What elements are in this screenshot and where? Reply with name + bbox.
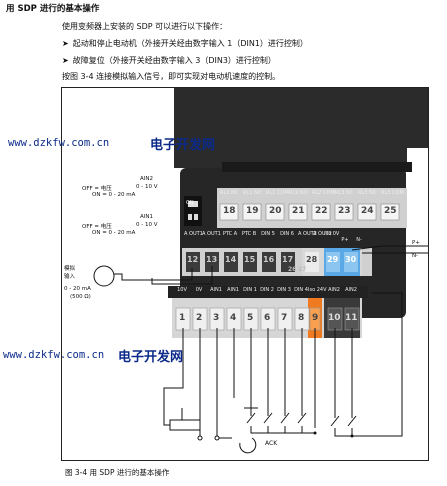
terminal-number: 12: [187, 255, 199, 264]
middle-header: DIN 6: [280, 231, 294, 237]
relay-header: RL1 NO: [243, 190, 262, 196]
terminal-number: 7: [281, 313, 288, 323]
bottom-header: AIN1: [227, 287, 239, 293]
intro-text: 使用变频器上安装的 SDP 可以进行以下操作：: [62, 22, 228, 31]
bottom-header: AIN1: [210, 287, 222, 293]
terminal-number: 13: [206, 255, 218, 264]
relay-header: RL3 COM: [381, 190, 404, 196]
terminal-number: 20: [269, 206, 282, 216]
terminal-number: 23: [338, 206, 351, 216]
bottom-header: 0V: [195, 287, 203, 293]
bottom-header: DIN 4: [294, 287, 308, 293]
bottom-header: DIN 3: [277, 287, 291, 293]
bottom-header: DIN 1: [243, 287, 257, 293]
ain1-off-range: 0 - 10 V: [136, 222, 158, 228]
terminal-number: 4: [230, 313, 237, 323]
terminal-number: 8: [298, 313, 305, 323]
terminal-number: 1: [179, 313, 186, 323]
bullet-arrow-icon: ➤: [62, 39, 69, 48]
ain2-off-range: 0 - 10 V: [136, 184, 158, 190]
analog-range: 0 - 20 mA: [64, 286, 91, 292]
bottom-header: Iso 24V: [308, 287, 327, 293]
ain2-on-label: ON = 0 - 20 mA: [92, 192, 136, 198]
analog-input-label: 模拟: [64, 266, 76, 272]
terminal-number: 2: [196, 313, 203, 323]
terminal-number: 29: [327, 255, 339, 264]
bottom-header: DIN 2: [260, 287, 274, 293]
relay-header: RL2 NO: [289, 190, 308, 196]
terminal-number: 28: [306, 255, 318, 264]
figure-frame: AIN2 OFF = 电压 0 - 10 V ON = 0 - 20 mA AI…: [61, 87, 429, 461]
middle-header: A OUT1: [184, 231, 203, 237]
terminal-number: 18: [223, 206, 236, 216]
ain1-label: AIN1: [140, 214, 153, 220]
p-plus-label: P+: [412, 240, 420, 246]
relay-header: RL1 COM: [266, 190, 289, 196]
wiring-diagram: [93, 88, 428, 454]
bullet-text: 故障复位（外接开关经由数字输入 3（DIN3）进行控制）: [72, 56, 276, 65]
terminal-number: 16: [263, 255, 275, 264]
ain1-off-label: OFF = 电压: [82, 224, 112, 230]
bottom-header: AIN2: [328, 287, 340, 293]
n-minus-label: N-: [412, 253, 419, 259]
terminal-number: 5: [247, 313, 254, 323]
middle-header: N-: [356, 237, 362, 243]
terminal-number: 15: [244, 255, 256, 264]
dip-switch-on-label: ON: [186, 200, 194, 206]
middle-header: A OUT2: [313, 231, 332, 237]
relay-header: RL1 NC: [220, 190, 239, 196]
terminal-number: 3: [213, 313, 220, 323]
terminal-number: 22: [315, 206, 328, 216]
ain2-label: AIN2: [140, 176, 153, 182]
bullet-item: ➤故障复位（外接开关经由数字输入 3（DIN3）进行控制）: [62, 55, 276, 66]
ain2-off-label: OFF = 电压: [82, 186, 112, 192]
terminal-number: 10: [328, 313, 341, 323]
middle-header: PTC B: [241, 231, 257, 237]
analog-input-label-2: 输入: [64, 274, 76, 280]
terminal-number: 14: [225, 255, 237, 264]
watermark-url: www.dzkfw.com.cn: [3, 349, 105, 361]
note-text: 按图 3-4 连接模拟输入信号，即可实现对电动机速度的控制。: [62, 72, 281, 81]
terminal-number: 27: [298, 266, 307, 273]
watermark-name: 电子开发网: [118, 350, 184, 365]
middle-header: A OUT1: [202, 231, 221, 237]
terminal-number: 11: [345, 313, 358, 323]
middle-header: DIN 5: [261, 231, 275, 237]
ack-label: ACK: [265, 440, 278, 447]
terminal-number: 24: [361, 206, 374, 216]
section-title: 用 SDP 进行的基本操作: [6, 4, 100, 14]
bullet-text: 起动和停止电动机（外接开关经由数字输入 1（DIN1）进行控制）: [72, 39, 308, 48]
watermark-name: 电子开发网: [150, 138, 216, 153]
watermark-url: www.dzkfw.com.cn: [8, 137, 110, 149]
middle-header: A OUT2: [298, 231, 317, 237]
analog-meter-icon: [93, 265, 115, 287]
relay-header: RL3 NO: [358, 190, 377, 196]
bullet-item: ➤起动和停止电动机（外接开关经由数字输入 1（DIN1）进行控制）: [62, 38, 308, 49]
terminal-number: 9: [312, 313, 319, 323]
terminal-number: 19: [246, 206, 259, 216]
terminal-number: 25: [384, 206, 397, 216]
terminal-number: 30: [345, 255, 357, 264]
figure-caption: 图 3-4 用 SDP 进行的基本操作: [65, 468, 170, 477]
bullet-arrow-icon: ➤: [62, 56, 69, 65]
terminal-number: 17: [282, 255, 294, 264]
middle-header: Iso 0V: [324, 231, 340, 237]
terminal-number: 26: [288, 266, 297, 273]
analog-impedance: (500 Ω): [70, 294, 91, 300]
terminal-number: 21: [292, 206, 305, 216]
relay-header: RL3 NC: [335, 190, 354, 196]
terminal-number: 6: [264, 313, 271, 323]
ain1-on-label: ON = 0 - 20 mA: [92, 230, 136, 236]
bottom-header: 10V: [177, 287, 187, 293]
middle-header: P+: [341, 237, 349, 243]
middle-header: PTC A: [222, 231, 238, 237]
bottom-header: AIN2: [345, 287, 357, 293]
relay-header: RL2 COM: [312, 190, 335, 196]
